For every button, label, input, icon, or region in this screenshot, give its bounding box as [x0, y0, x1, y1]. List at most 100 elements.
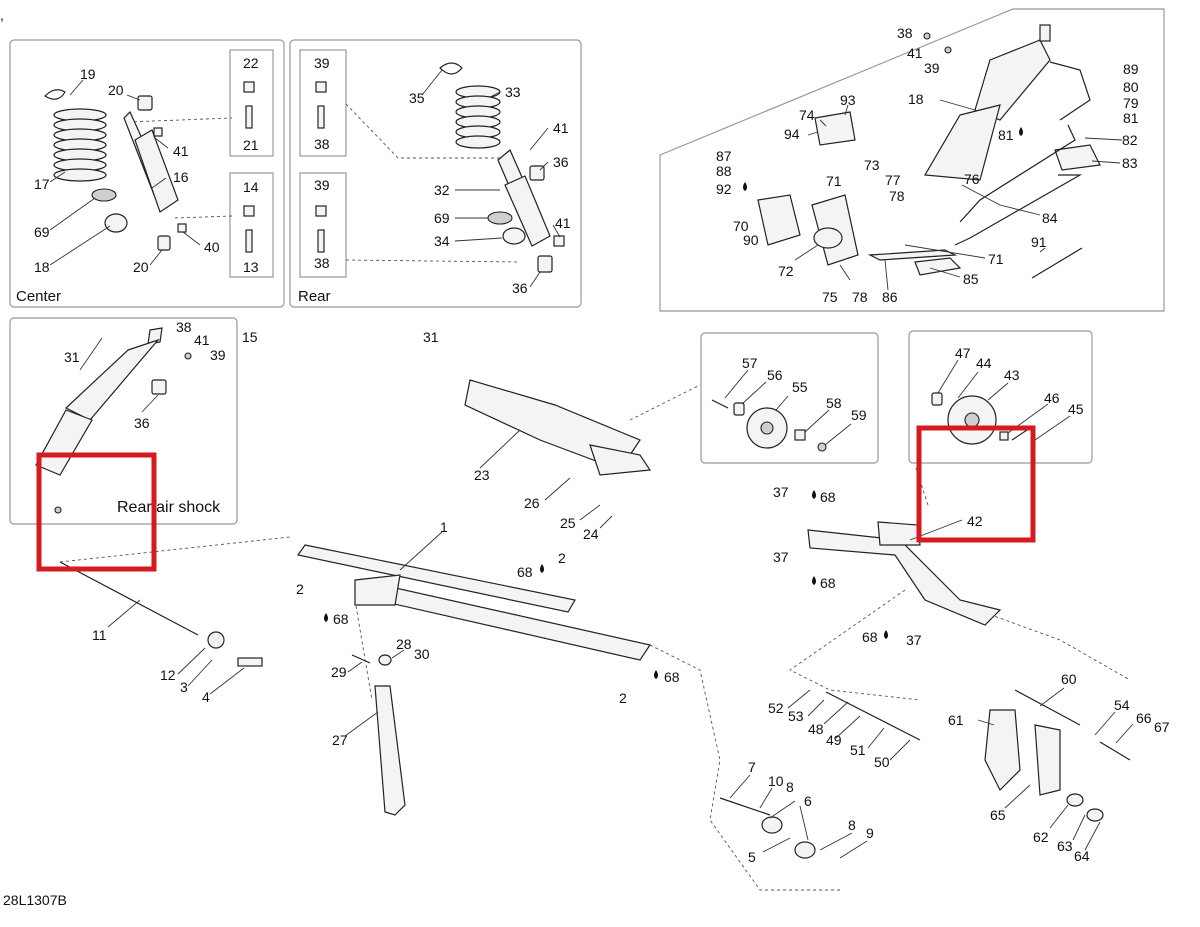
callout-51: 51: [850, 742, 866, 758]
callout-16: 16: [173, 169, 189, 185]
callout-39: 39: [924, 60, 940, 76]
callout-52: 52: [768, 700, 784, 716]
box-label-rear-air-shock: Rear air shock: [117, 499, 221, 516]
callout-69: 69: [434, 210, 450, 226]
callout-68: 68: [820, 489, 836, 505]
callout-94: 94: [784, 126, 800, 142]
callout-68: 68: [820, 575, 836, 591]
callout-76: 76: [964, 171, 980, 187]
callout-70: 70: [733, 218, 749, 234]
callout-86: 86: [882, 289, 898, 305]
callout-43: 43: [1004, 367, 1020, 383]
callout-36: 36: [512, 280, 528, 296]
callout-31: 31: [423, 329, 439, 345]
main-suspension-parts: [59, 379, 1131, 859]
highlight-box-rear-air-shock: [36, 452, 157, 572]
callout-75: 75: [822, 289, 838, 305]
callout-41: 41: [194, 332, 210, 348]
callout-30: 30: [414, 646, 430, 662]
callout-67: 67: [1154, 719, 1170, 735]
lubricant-drop-icon: [654, 670, 658, 679]
callout-74: 74: [799, 107, 815, 123]
highlight-boxes: [36, 425, 1036, 572]
callout-18: 18: [908, 91, 924, 107]
callout-44: 44: [976, 355, 992, 371]
callout-55: 55: [792, 379, 808, 395]
lubricant-drop-icon: [324, 613, 328, 622]
callout-17: 17: [34, 176, 50, 192]
callout-31: 31: [64, 349, 80, 365]
callout-66: 66: [1136, 710, 1152, 726]
callout-2: 2: [558, 550, 566, 566]
callout-39: 39: [210, 347, 226, 363]
callout-88: 88: [716, 163, 732, 179]
callout-38: 38: [314, 255, 330, 271]
callout-68: 68: [862, 629, 878, 645]
callout-93: 93: [840, 92, 856, 108]
callout-64: 64: [1074, 848, 1090, 864]
callout-33: 33: [505, 84, 521, 100]
callout-1: 1: [440, 519, 448, 535]
callout-38: 38: [176, 319, 192, 335]
callout-81: 81: [998, 127, 1014, 143]
callout-46: 46: [1044, 390, 1060, 406]
callout-21: 21: [243, 137, 259, 153]
dashed-relations: [59, 103, 1131, 891]
callout-10: 10: [768, 773, 784, 789]
callout-12: 12: [160, 667, 176, 683]
callout-59: 59: [851, 407, 867, 423]
callout-53: 53: [788, 708, 804, 724]
callout-37: 37: [906, 632, 922, 648]
callout-38: 38: [897, 25, 913, 41]
rear-shock-assembly: [315, 62, 565, 273]
callout-19: 19: [80, 66, 96, 82]
callout-39: 39: [314, 55, 330, 71]
callout-42: 42: [967, 513, 983, 529]
callout-36: 36: [553, 154, 569, 170]
callout-20: 20: [133, 259, 149, 275]
idler-wheel-right: [931, 392, 1031, 445]
callout-3: 3: [180, 679, 188, 695]
callout-50: 50: [874, 754, 890, 770]
callout-25: 25: [560, 515, 576, 531]
callout-13: 13: [243, 259, 259, 275]
callout-81: 81: [1123, 110, 1139, 126]
lubricant-drop-icon: [540, 564, 544, 573]
callout-73: 73: [864, 157, 880, 173]
callout-9: 9: [866, 825, 874, 841]
callout-69: 69: [34, 224, 50, 240]
callout-22: 22: [243, 55, 259, 71]
callout-37: 37: [773, 484, 789, 500]
callout-72: 72: [778, 263, 794, 279]
callout-41: 41: [555, 215, 571, 231]
callout-4: 4: [202, 689, 210, 705]
callout-35: 35: [409, 90, 425, 106]
callout-58: 58: [826, 395, 842, 411]
callout-28: 28: [396, 636, 412, 652]
callout-8: 8: [786, 779, 794, 795]
callout-78: 78: [852, 289, 868, 305]
callout-65: 65: [990, 807, 1006, 823]
callout-61: 61: [948, 712, 964, 728]
callout-83: 83: [1122, 155, 1138, 171]
callout-26: 26: [524, 495, 540, 511]
top-mark: ,: [0, 7, 4, 23]
callout-78: 78: [889, 188, 905, 204]
callout-82: 82: [1122, 132, 1138, 148]
center-shock-assembly: [44, 81, 255, 253]
callout-34: 34: [434, 233, 450, 249]
callout-41: 41: [553, 120, 569, 136]
lubricant-drop-icon: [812, 576, 816, 585]
callout-85: 85: [963, 271, 979, 287]
callout-41: 41: [173, 143, 189, 159]
rear-air-shock-inset-parts: [35, 327, 192, 514]
callout-5: 5: [748, 849, 756, 865]
lubricant-drop-icon: [1019, 127, 1023, 136]
callout-68: 68: [664, 669, 680, 685]
leader-lines: [49, 69, 1134, 859]
callout-71: 71: [988, 251, 1004, 267]
callout-80: 80: [1123, 79, 1139, 95]
callout-41: 41: [907, 45, 923, 61]
callout-92: 92: [716, 181, 732, 197]
